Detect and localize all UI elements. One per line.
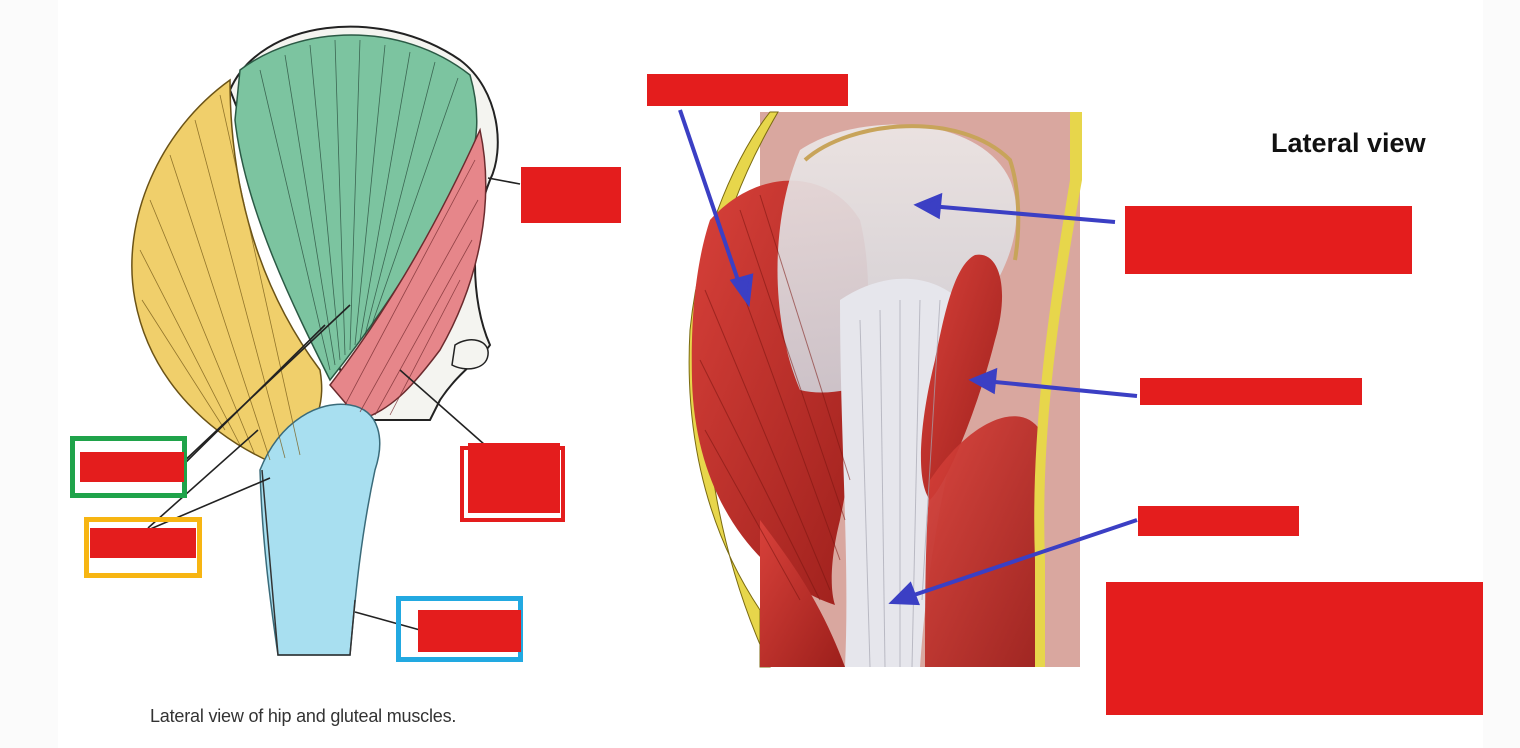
iliac-crest [803,124,1021,261]
green-muscle-fibers [259,39,459,371]
skin-border-right [1034,112,1082,667]
femur-shaft [261,469,356,656]
redacted-label-green [80,452,184,482]
trochanter-bump [451,339,489,370]
redacted-label-red [468,443,560,513]
pointer-arrows [678,109,1138,606]
yellow-muscle-fibers [139,94,301,461]
muscle-fiber-strokes [699,194,851,601]
thigh-muscles [925,416,1040,667]
iliotibial-tract-region [259,403,381,656]
pink-muscle-fibers [344,159,479,416]
fascia-fiber-strokes [859,299,941,668]
redacted-label-blue [418,610,521,652]
orange-label-frame [84,517,202,578]
green-label-frame [70,436,187,498]
figure-caption: Lateral view of hip and gluteal muscles. [150,706,457,726]
redacted-label-orange [90,528,196,558]
redacted-label-top-illustration [647,74,848,106]
view-title: Lateral view [1271,128,1426,158]
tensor-fasciae-latae-muscle [920,254,1003,500]
redacted-label-middle-right [1140,378,1362,405]
redacted-label-upper-right [1125,206,1412,274]
pink-muscle-region [329,127,487,421]
leader-lines [147,177,521,631]
redacted-label-lower-right [1138,506,1299,536]
redacted-label-top-right-schematic [521,167,621,223]
redacted-label-bottom-right [1106,582,1483,715]
hamstring-muscles [760,520,845,667]
